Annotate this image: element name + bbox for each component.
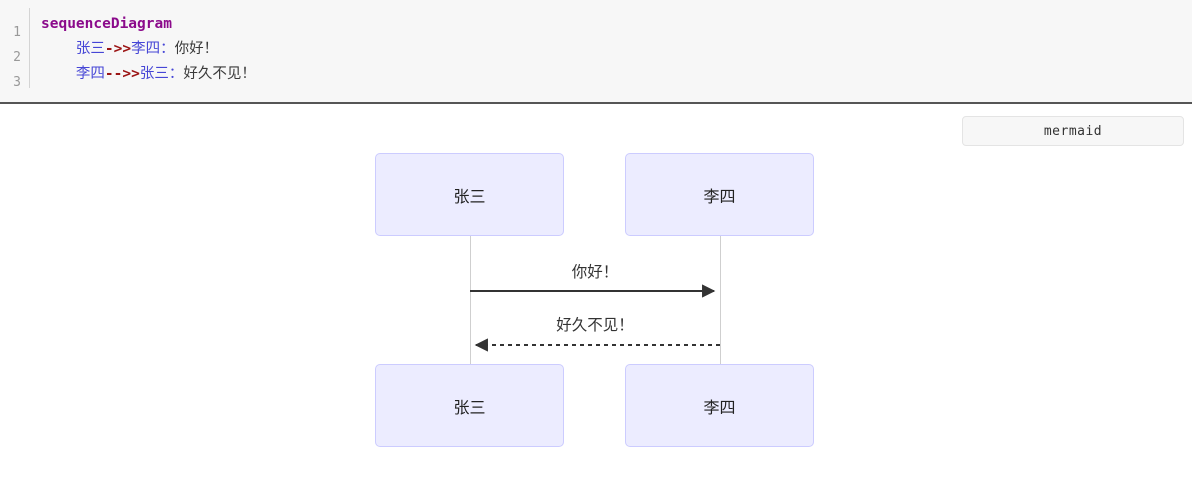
token-colon: ： [160,41,175,57]
actor-label: 张三 [453,397,486,417]
token-message: 你好！ [174,41,219,57]
token-arrow: ->> [104,41,132,57]
message-label-1: 你好！ [571,263,619,281]
code-editor-pane[interactable]: 1 2 3 sequenceDiagram 张三->>李四：你好！ 李四-->>… [0,0,1192,104]
token-actor-to: 李四 [131,41,161,57]
actor-label: 张三 [453,186,486,206]
code-line-2[interactable]: 张三->>李四：你好！ [41,37,1192,62]
lifeline-actor-1 [469,236,471,368]
line-number-gutter: 1 2 3 [0,8,30,90]
code-text-area[interactable]: sequenceDiagram 张三->>李四：你好！ 李四-->>张三：好久不… [30,0,1192,87]
token-keyword: sequenceDiagram [41,16,172,32]
line-number: 2 [13,50,21,65]
actor-box-bottom-1[interactable]: 张三 [375,364,564,447]
token-indent [41,66,76,82]
actor-box-top-2[interactable]: 李四 [625,153,814,236]
code-line-3[interactable]: 李四-->>张三：好久不见！ [41,62,1192,87]
token-actor-from: 李四 [75,66,105,82]
lifeline-actor-2 [719,236,721,368]
token-actor-to: 张三 [139,66,169,82]
actor-box-top-1[interactable]: 张三 [375,153,564,236]
line-number: 3 [13,75,21,90]
line-number: 1 [13,25,21,40]
mermaid-language-badge[interactable]: mermaid [962,116,1184,146]
token-message: 好久不见！ [183,66,256,82]
actor-label: 李四 [703,186,736,206]
actor-label: 李四 [703,397,736,417]
token-arrow: -->> [104,66,140,82]
code-line-1[interactable]: sequenceDiagram [41,12,1192,37]
message-label-2: 好久不见！ [556,316,634,334]
token-colon: ： [168,66,184,82]
diagram-preview-pane [0,104,1192,489]
actor-box-bottom-2[interactable]: 李四 [625,364,814,447]
token-indent [41,41,76,57]
mermaid-badge-label: mermaid [1043,123,1103,139]
token-actor-from: 张三 [75,41,105,57]
